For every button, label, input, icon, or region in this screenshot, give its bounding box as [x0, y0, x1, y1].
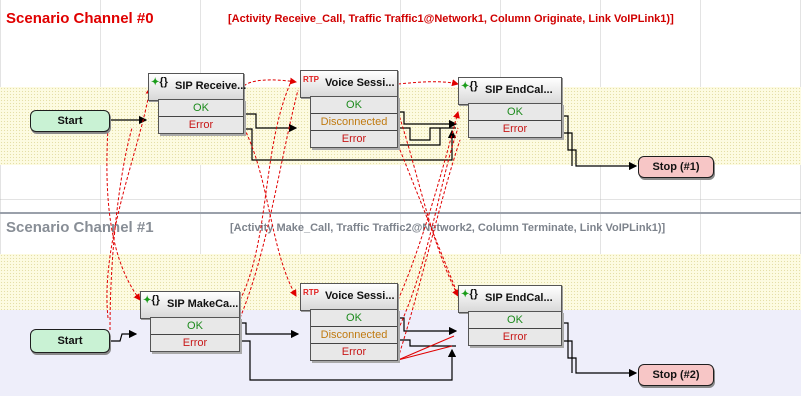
- port-error[interactable]: Error: [502, 331, 528, 343]
- port-error[interactable]: Error: [502, 123, 528, 135]
- channel-1-node-sip-makecall[interactable]: ✦{} SIP MakeCa... OK Error: [140, 291, 240, 359]
- channel-0-node-sip-receive[interactable]: ✦{} SIP Receive... OK Error: [148, 73, 247, 145]
- channel-0-node-sip-endcall[interactable]: ✦{} SIP EndCal... OK Error: [458, 77, 562, 149]
- channel-1-lane: [0, 254, 801, 310]
- channel-1-node-sip-endcall[interactable]: ✦{} SIP EndCal... OK Error: [458, 285, 562, 355]
- node-header[interactable]: ✦{} SIP MakeCa...: [140, 291, 240, 319]
- node-header[interactable]: ✦{} SIP Receive...: [148, 73, 247, 101]
- node-title: Voice Sessi...: [325, 290, 395, 302]
- channel-1-flow: [110, 317, 638, 381]
- cross-channel-signals: [106, 77, 461, 359]
- channel-0-header: Scenario Channel #0 [Activity Receive_Ca…: [6, 10, 674, 28]
- channel-1-start-button[interactable]: Start: [30, 329, 110, 353]
- channel-1-stop-button[interactable]: Stop (#2): [638, 364, 714, 386]
- sip-icon: ✦{}: [151, 76, 168, 88]
- node-ports: OK Disconnected Error: [310, 96, 398, 148]
- node-title: SIP Receive...: [175, 80, 247, 92]
- sip-icon: ✦{}: [461, 80, 478, 92]
- channel-0-lane: [0, 87, 801, 165]
- channel-1-start-label: Start: [57, 335, 83, 347]
- node-title: Voice Sessi...: [325, 77, 395, 89]
- port-ok[interactable]: OK: [159, 100, 243, 117]
- port-error[interactable]: Error: [341, 133, 367, 145]
- channel-0-title: Scenario Channel #0: [6, 10, 154, 27]
- port-error[interactable]: Error: [341, 346, 367, 358]
- node-ports: OK Error: [150, 317, 240, 352]
- node-header[interactable]: ✦{} SIP EndCal...: [458, 77, 562, 105]
- channel-1-node-voice-session[interactable]: RTP Voice Sessi... OK Disconnected Error: [300, 283, 398, 369]
- sip-icon: ✦{}: [461, 288, 478, 300]
- node-ports: OK Error: [468, 103, 562, 138]
- node-ports: OK Disconnected Error: [310, 309, 398, 361]
- port-disconnected[interactable]: Disconnected: [311, 327, 397, 344]
- channel-1-title: Scenario Channel #1: [6, 219, 154, 236]
- node-ports: OK Error: [468, 311, 562, 346]
- port-ok[interactable]: OK: [311, 310, 397, 327]
- channel-divider: [0, 212, 801, 214]
- node-header[interactable]: RTP Voice Sessi...: [300, 70, 398, 98]
- channel-1-meta: [Activity Make_Call, Traffic Traffic2@Ne…: [230, 222, 666, 234]
- node-ports: OK Error: [158, 99, 244, 134]
- port-error[interactable]: Error: [188, 119, 214, 131]
- channel-1-header: Scenario Channel #1 [Activity Make_Call,…: [6, 219, 665, 237]
- channel-0-stop-label: Stop (#1): [652, 161, 700, 173]
- port-ok[interactable]: OK: [469, 312, 561, 329]
- sip-icon: ✦{}: [143, 294, 160, 306]
- channel-0-start-button[interactable]: Start: [30, 110, 110, 132]
- port-error[interactable]: Error: [182, 337, 208, 349]
- node-header[interactable]: ✦{} SIP EndCal...: [458, 285, 562, 313]
- channel-0-start-label: Start: [57, 115, 83, 127]
- rtp-icon: RTP: [303, 75, 319, 84]
- channel-0-stop-button[interactable]: Stop (#1): [638, 156, 714, 178]
- channel-0-flow: [110, 111, 638, 171]
- port-disconnected[interactable]: Disconnected: [311, 114, 397, 131]
- node-header[interactable]: RTP Voice Sessi...: [300, 283, 398, 311]
- node-title: SIP MakeCa...: [167, 298, 239, 310]
- port-ok[interactable]: OK: [469, 104, 561, 121]
- channel-0-meta: [Activity Receive_Call, Traffic Traffic1…: [228, 13, 674, 25]
- node-title: SIP EndCal...: [485, 84, 553, 96]
- port-ok[interactable]: OK: [151, 318, 239, 335]
- channel-0-node-voice-session[interactable]: RTP Voice Sessi... OK Disconnected Error: [300, 70, 398, 156]
- end-call-signal-lines: [397, 335, 455, 361]
- channel-1-stop-label: Stop (#2): [652, 369, 700, 381]
- node-title: SIP EndCal...: [485, 292, 553, 304]
- port-ok[interactable]: OK: [311, 97, 397, 114]
- rtp-icon: RTP: [303, 288, 319, 297]
